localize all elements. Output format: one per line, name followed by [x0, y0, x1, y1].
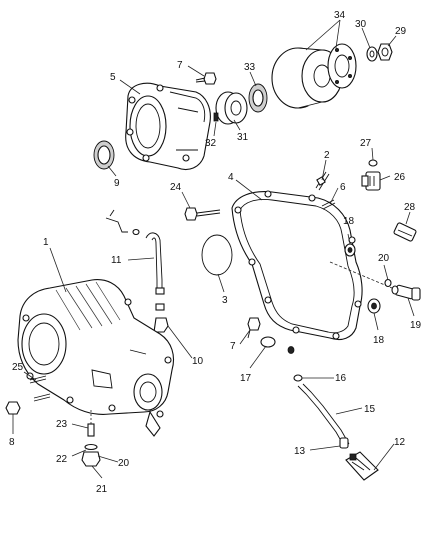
part-13-fitting	[339, 437, 349, 449]
callout-20-right: 20	[378, 253, 390, 264]
callout-31: 31	[237, 132, 249, 143]
callout-1: 1	[43, 237, 49, 248]
part-11-hose	[132, 228, 165, 311]
part-9-seal	[93, 140, 115, 170]
part-17-magnet	[260, 336, 295, 354]
part-27-o-ring	[368, 159, 378, 167]
callout-23: 23	[56, 419, 68, 430]
callout-2: 2	[324, 150, 330, 161]
part-18-plug-b	[367, 298, 381, 314]
part-12-filter	[345, 451, 379, 481]
callout-32: 32	[205, 138, 217, 149]
callout-22: 22	[56, 454, 68, 465]
callout-9: 9	[114, 178, 120, 189]
part-3-o-ring	[201, 234, 233, 276]
part-28-connector	[393, 222, 417, 242]
clip-bracket	[105, 209, 128, 233]
callout-30: 30	[355, 19, 367, 30]
callout-6: 6	[340, 182, 346, 193]
callout-7-middle: 7	[230, 341, 236, 352]
part-1-front-case	[17, 279, 175, 437]
callout-25: 25	[12, 362, 24, 373]
leader-lines	[12, 19, 415, 479]
part-34-flange	[271, 43, 357, 109]
callout-7-top: 7	[177, 60, 183, 71]
part-21-plug	[81, 451, 101, 467]
callout-10: 10	[192, 356, 204, 367]
callout-27: 27	[360, 138, 372, 149]
callout-24: 24	[170, 182, 182, 193]
part-25-studs	[29, 375, 51, 402]
callout-17: 17	[240, 373, 252, 384]
callout-18-lower: 18	[373, 335, 385, 346]
part-33-seal	[248, 83, 268, 113]
part-6-dowel	[321, 199, 336, 210]
part-4-rear-case	[231, 190, 393, 341]
callout-33: 33	[244, 62, 256, 73]
callout-5: 5	[110, 72, 116, 83]
part-32-pin	[213, 112, 219, 122]
callout-34: 34	[334, 10, 346, 21]
part-30-washer	[366, 46, 378, 62]
part-7-bolt-top	[195, 72, 217, 85]
callout-15: 15	[364, 404, 376, 415]
part-22-washer	[84, 443, 98, 451]
callout-13: 13	[294, 446, 306, 457]
callout-11: 11	[111, 255, 122, 266]
callout-18-upper: 18	[343, 216, 355, 227]
part-8-nut	[5, 401, 21, 415]
part-19-switch	[391, 284, 421, 301]
part-18-plug-a	[344, 243, 356, 257]
part-23-pin	[87, 423, 95, 437]
part-10-fitting	[153, 317, 169, 333]
part-15-tube	[297, 383, 350, 447]
part-24-bolt	[184, 207, 221, 221]
callout-29: 29	[395, 26, 407, 37]
callout-4: 4	[228, 172, 234, 183]
callout-20-bottom: 20	[118, 458, 130, 469]
part-26-sensor	[361, 171, 381, 191]
part-20-washer-right	[384, 278, 392, 288]
callout-16: 16	[335, 373, 347, 384]
part-2-stud	[315, 171, 330, 191]
callout-19: 19	[410, 320, 422, 331]
part-7-bolt-middle	[247, 317, 261, 339]
part-31-bearing	[215, 91, 248, 125]
callout-21: 21	[96, 484, 108, 495]
callout-28: 28	[404, 202, 416, 213]
part-16-o-ring	[293, 374, 303, 382]
part-5-extension-housing	[125, 82, 211, 171]
callout-12: 12	[394, 437, 406, 448]
part-29-nut	[377, 43, 393, 61]
callout-8: 8	[9, 437, 15, 448]
callout-26: 26	[394, 172, 406, 183]
callout-labels: 1 2 3 4 5 6 7 7 8 9 10 11 12 13 15 16 17…	[9, 10, 422, 495]
callout-3: 3	[222, 295, 228, 306]
